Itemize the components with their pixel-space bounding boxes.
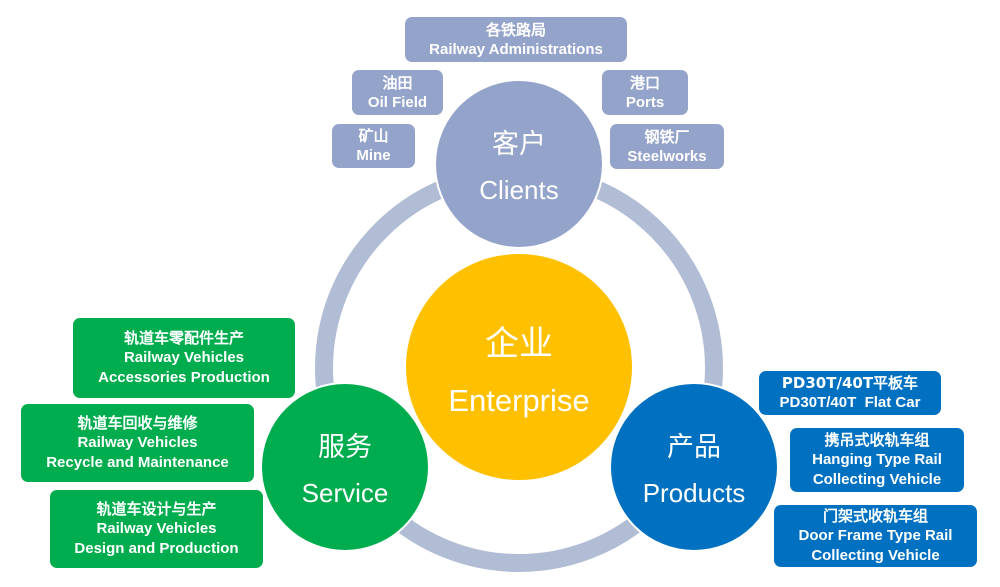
enterprise-node: 企业 Enterprise [406,254,632,480]
service-box-cn: 轨道车设计与生产 [96,500,217,518]
client-box-en: Steelworks [627,147,707,165]
client-box-cn: 港口 [629,73,660,92]
client-box-mine: 矿山 Mine [332,124,415,168]
product-box-cn: PD30T/40T平板车 [781,374,919,392]
products-label-en: Products [642,478,746,508]
product-box-en2: Collecting Vehicle [811,547,940,564]
service-box-en2: Design and Production [74,540,239,557]
service-box-recycle: 轨道车回收与维修 Railway Vehicles Recycle and Ma… [21,404,254,482]
product-box-door-frame: 门架式收轨车组 Door Frame Type Rail Collecting … [774,505,977,567]
product-box-hanging-type: 携吊式收轨车组 Hanging Type Rail Collecting Veh… [790,428,964,492]
products-node: 产品 Products [609,382,779,552]
product-box-cn: 携吊式收轨车组 [824,431,930,449]
client-box-steelworks: 钢铁厂 Steelworks [610,124,724,169]
client-box-cn: 油田 [382,73,413,92]
client-box-en: Ports [625,93,665,111]
service-box-en1: Railway Vehicles [123,349,245,366]
product-box-en2: Collecting Vehicle [812,471,942,488]
service-label-en: Service [301,478,389,508]
clients-node: 客户 Clients [434,79,604,249]
service-box-en1: Railway Vehicles [77,434,198,451]
service-box-cn: 轨道车零配件生产 [123,329,244,347]
client-box-en: Oil Field [367,93,428,111]
client-box-oil-field: 油田 Oil Field [352,70,443,115]
clients-label-cn: 客户 [492,129,546,160]
enterprise-label-en: Enterprise [448,382,590,418]
product-box-en1: Hanging Type Rail [812,451,942,468]
client-box-cn: 矿山 [358,127,389,145]
client-box-cn: 各铁路局 [485,20,546,39]
service-box-design: 轨道车设计与生产 Railway Vehicles Design and Pro… [50,490,263,568]
service-box-cn: 轨道车回收与维修 [77,414,198,432]
service-box-en1: Railway Vehicles [96,520,217,537]
service-box-accessories: 轨道车零配件生产 Railway Vehicles Accessories Pr… [73,318,295,398]
client-box-en: Mine [356,147,391,164]
client-box-en: Railway Administrations [429,40,603,58]
product-box-en1: Door Frame Type Rail [798,527,953,544]
service-box-en2: Accessories Production [98,369,270,386]
service-box-en2: Recycle and Maintenance [46,454,229,471]
product-box-en1: PD30T/40T Flat Car [779,394,921,411]
enterprise-label-cn: 企业 [485,323,553,364]
service-node: 服务 Service [260,382,430,552]
product-box-cn: 门架式收轨车组 [822,507,928,525]
client-box-ports: 港口 Ports [602,70,688,115]
service-label-cn: 服务 [318,432,372,463]
client-box-railway-administrations: 各铁路局 Railway Administrations [405,17,627,62]
product-box-flat-car: PD30T/40T平板车 PD30T/40T Flat Car [759,371,941,415]
clients-label-en: Clients [479,175,559,205]
client-box-cn: 钢铁厂 [644,127,690,146]
products-label-cn: 产品 [667,432,721,463]
